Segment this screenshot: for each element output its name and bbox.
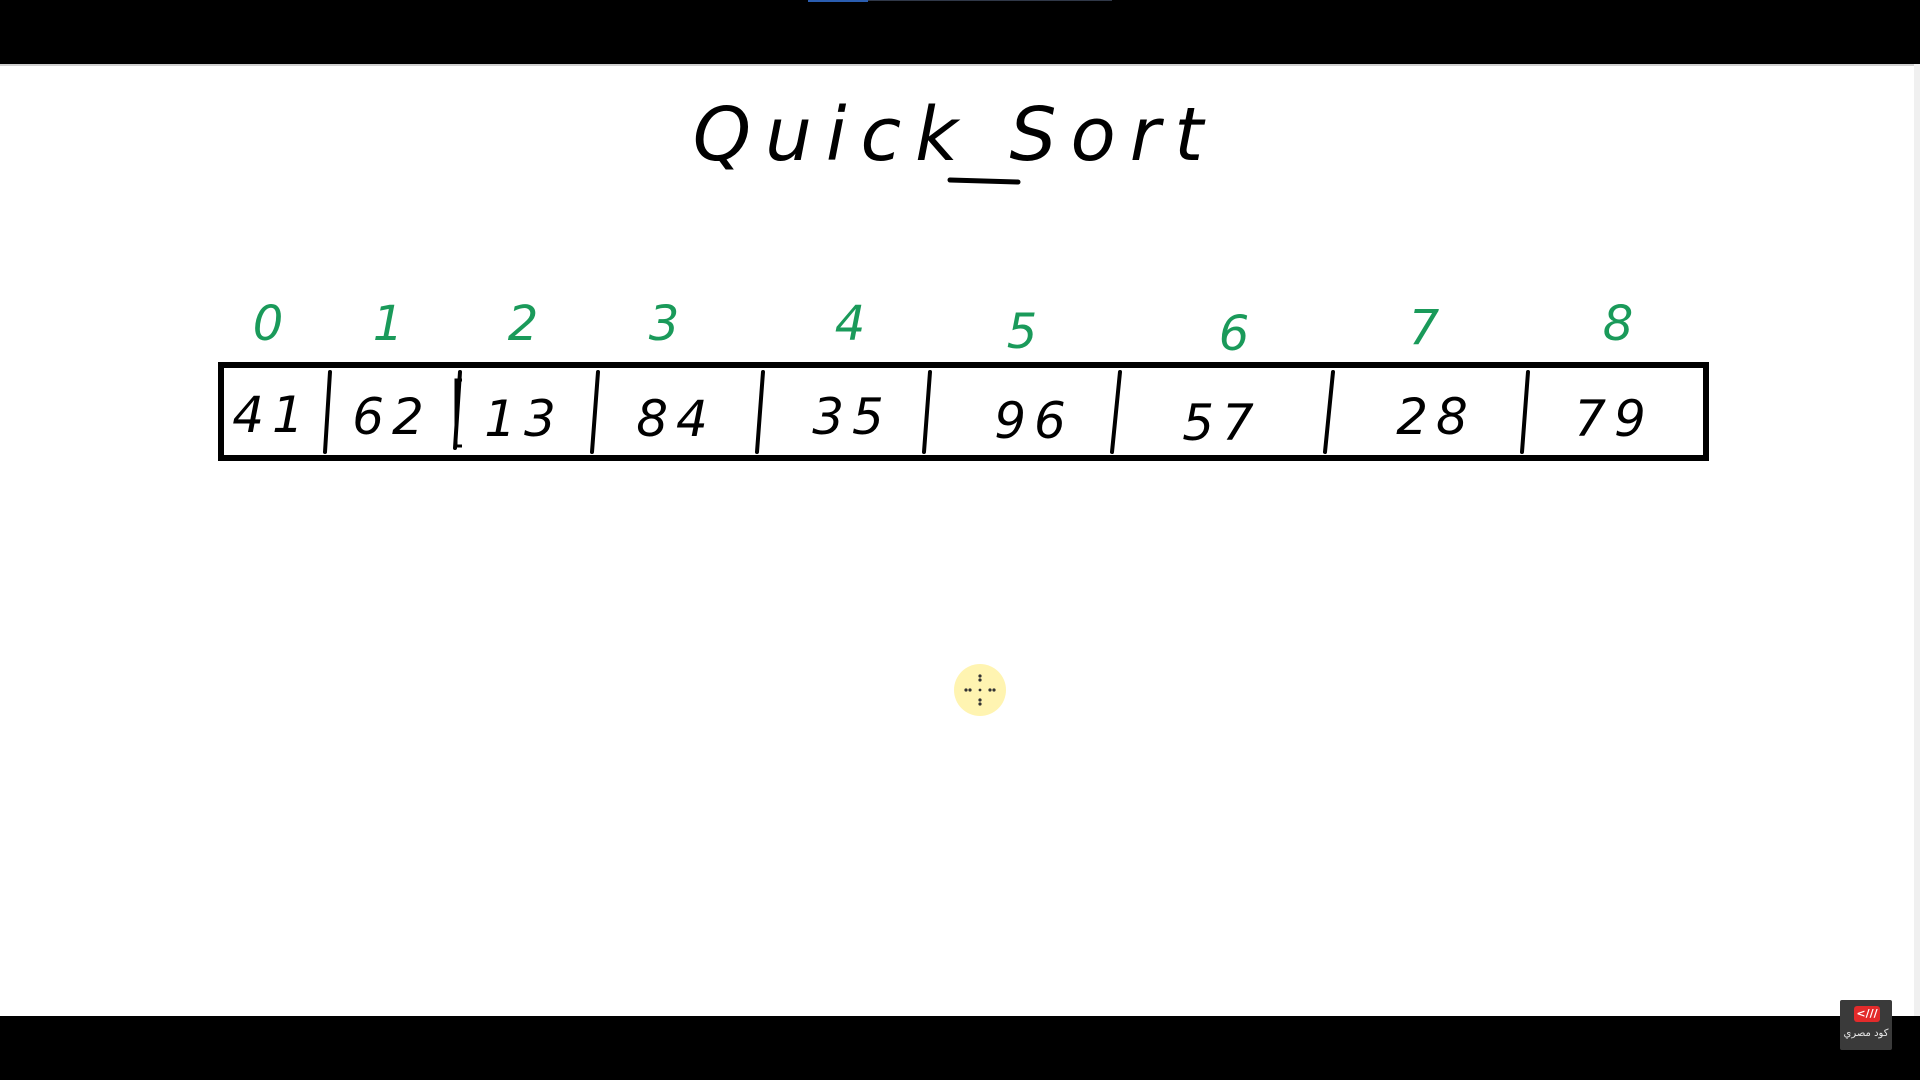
logo-text: كود مصري xyxy=(1843,1028,1889,1039)
move-cursor-icon xyxy=(954,664,1006,716)
bracket-mark xyxy=(454,378,462,448)
divider xyxy=(1520,370,1530,454)
array-value: 57 xyxy=(1182,394,1262,452)
divider xyxy=(323,370,332,454)
canvas-edge xyxy=(1914,64,1920,1016)
divider xyxy=(1323,370,1335,454)
index-label: 4 xyxy=(835,296,866,352)
divider xyxy=(1110,370,1122,454)
whiteboard-canvas[interactable] xyxy=(0,64,1920,1016)
array-value: 62 xyxy=(352,388,432,446)
index-label: 8 xyxy=(1603,296,1634,352)
video-progress-indicator xyxy=(808,0,868,2)
index-label: 7 xyxy=(1409,300,1440,356)
array-box xyxy=(218,362,1709,461)
logo-mark: </// xyxy=(1854,1006,1880,1022)
array-value: 28 xyxy=(1396,388,1476,446)
array-value: 35 xyxy=(812,388,892,446)
divider xyxy=(922,370,932,454)
array-value: 41 xyxy=(232,386,312,444)
channel-logo: </// كود مصري xyxy=(1840,1000,1892,1050)
array-value: 96 xyxy=(994,392,1074,450)
index-label: 2 xyxy=(508,296,539,352)
index-label: 6 xyxy=(1219,306,1250,362)
bottom-bar xyxy=(0,1016,1920,1080)
index-label: 0 xyxy=(253,296,284,352)
divider xyxy=(590,370,600,454)
array-value: 13 xyxy=(484,390,564,448)
array-dividers xyxy=(323,370,1530,454)
title-underline xyxy=(947,177,1021,185)
index-row: 0 1 2 3 4 5 6 7 8 xyxy=(253,296,1634,362)
top-bar xyxy=(0,0,1920,64)
array-value: 84 xyxy=(636,390,716,448)
array-value: 79 xyxy=(1574,390,1654,448)
video-progress-track xyxy=(868,0,1112,1)
value-row: 41 62 13 84 35 96 57 28 79 xyxy=(232,386,1654,452)
index-label: 3 xyxy=(649,296,680,352)
index-label: 5 xyxy=(1007,304,1038,360)
page-title: Quick Sort xyxy=(693,92,1217,178)
index-label: 1 xyxy=(373,296,404,352)
divider xyxy=(755,370,765,454)
